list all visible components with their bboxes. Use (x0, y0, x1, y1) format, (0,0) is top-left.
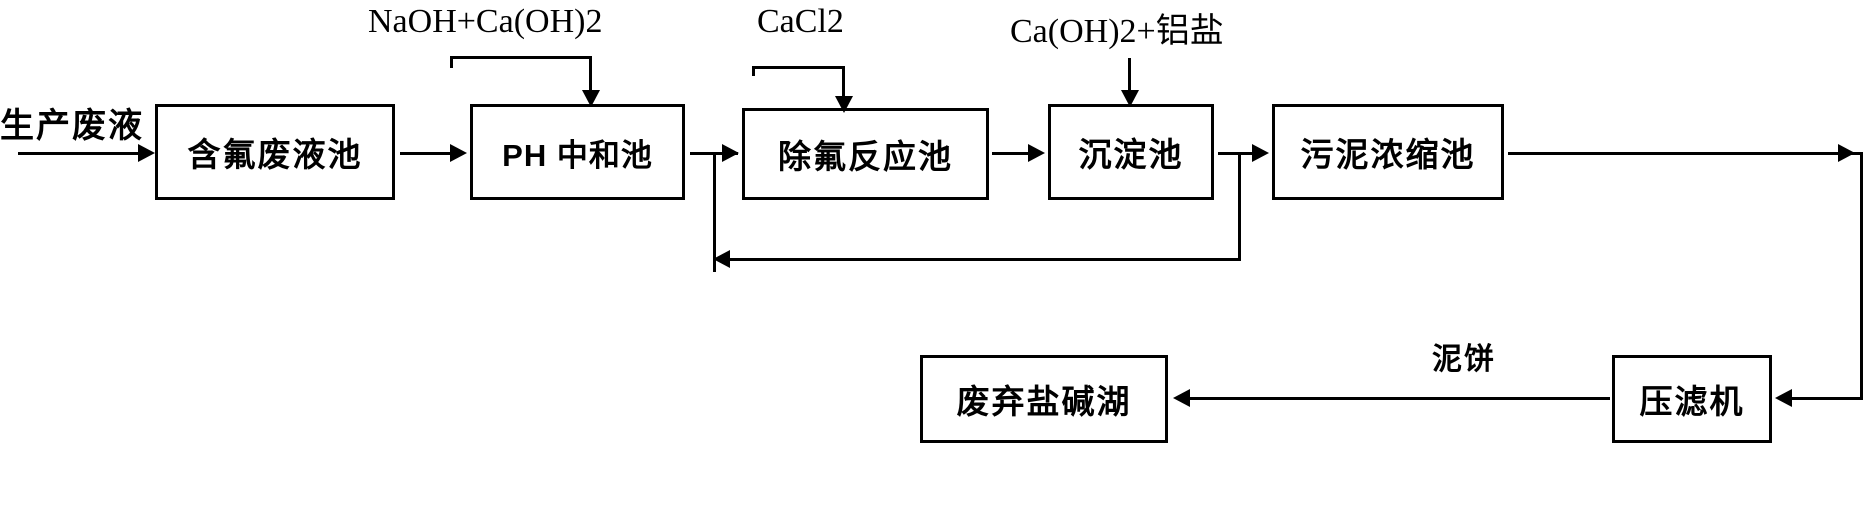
connector-cacl2-dose-stub (752, 66, 755, 76)
connector-tank-to-ph-arrowhead (450, 144, 467, 162)
connector-naoh-dose-vertical (589, 56, 592, 94)
label-inlet-stream: 生产废液 (0, 107, 144, 145)
connector-recycle-return-arrowhead (713, 250, 730, 268)
connector-defluor-to-sed-line (992, 152, 1030, 155)
node-fluoride-wastewater-tank[interactable]: 含氟废液池 (155, 104, 395, 200)
node-filter-press[interactable]: 压滤机 (1612, 355, 1772, 443)
connector-cacl2-dose-vertical (842, 66, 845, 102)
connector-caoh-al-dose-arrowhead (1121, 90, 1139, 107)
connector-press-to-lake-line (1190, 397, 1610, 400)
connector-caoh-al-dose-vertical (1128, 58, 1131, 96)
connector-sed-to-thickener-line (1218, 152, 1256, 155)
connector-ph-to-defluor-arrowhead (722, 144, 739, 162)
connector-recycle-riser-line (713, 152, 716, 272)
connector-naoh-dose-arrowhead (582, 90, 600, 107)
connector-inlet-to-tank-arrowhead (138, 144, 155, 162)
connector-thickener-outlet-line (1508, 152, 1863, 155)
connector-sed-to-thickener-arrowhead (1252, 144, 1269, 162)
label-reagent-caoh2-aluminum-salt: Ca(OH)2+铝盐 (1010, 13, 1224, 50)
connector-sludge-to-press-arrowhead (1775, 389, 1792, 407)
connector-naoh-dose-horizontal (450, 56, 591, 59)
node-sedimentation-tank[interactable]: 沉淀池 (1048, 104, 1214, 200)
label-reagent-cacl2: CaCl2 (757, 3, 844, 40)
connector-cacl2-dose-arrowhead (835, 96, 853, 113)
label-reagent-naoh-caoh2: NaOH+Ca(OH)2 (368, 3, 603, 40)
connector-defluor-to-sed-arrowhead (1028, 144, 1045, 162)
connector-thickener-outlet-arrowhead (1838, 144, 1855, 162)
connector-cacl2-dose-horizontal (752, 66, 844, 69)
node-sludge-thickening-tank[interactable]: 污泥浓缩池 (1272, 104, 1504, 200)
node-ph-neutralization-tank[interactable]: PH 中和池 (470, 104, 685, 200)
connector-sludge-downcomer-line (1860, 152, 1863, 399)
connector-sludge-to-press-line (1790, 397, 1863, 400)
connector-press-to-lake-arrowhead (1173, 389, 1190, 407)
connector-naoh-dose-stub (450, 56, 453, 68)
node-abandoned-saline-alkali-lake[interactable]: 废弃盐碱湖 (920, 355, 1168, 443)
connector-recycle-return-line (722, 258, 1241, 261)
label-filter-cake: 泥饼 (1432, 343, 1496, 376)
connector-inlet-to-tank-line (18, 152, 138, 155)
connector-sed-recycle-downcomer-line (1238, 152, 1241, 259)
node-defluorination-reaction-tank[interactable]: 除氟反应池 (742, 108, 989, 200)
connector-tank-to-ph-line (400, 152, 450, 155)
